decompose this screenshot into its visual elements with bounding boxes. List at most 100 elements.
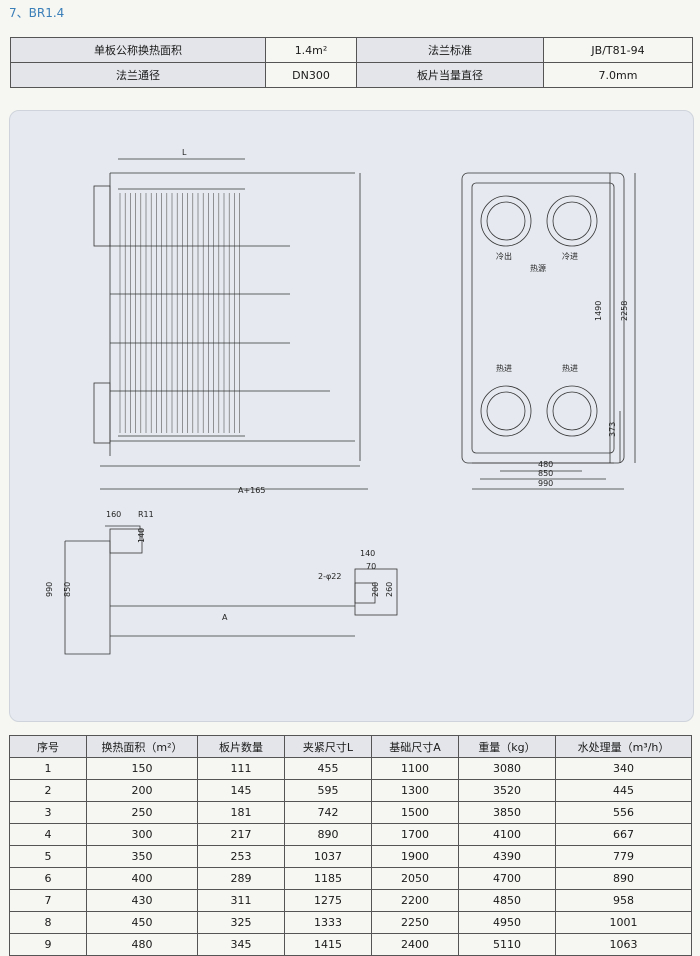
table-cell: 4100 <box>458 823 556 846</box>
table-cell: 145 <box>197 779 285 802</box>
table-cell: 742 <box>284 801 372 824</box>
table-cell: 289 <box>197 867 285 890</box>
drawing-label: 990 <box>45 582 54 597</box>
model-table: 序号 换热面积（m²） 板片数量 夹紧尺寸L 基础尺寸A 重量（kg） 水处理量… <box>9 735 692 956</box>
table-cell: 2250 <box>371 911 459 934</box>
drawing-label: 热进 <box>496 363 512 373</box>
drawing-label: 990 <box>538 479 553 488</box>
table-cell: 8 <box>9 911 87 934</box>
table-cell: 3850 <box>458 801 556 824</box>
table-cell: 4700 <box>458 867 556 890</box>
drawing-label: 1490 <box>594 301 603 321</box>
spec-label: 法兰通径 <box>10 62 266 88</box>
table-cell: 3520 <box>458 779 556 802</box>
table-cell: 556 <box>555 801 692 824</box>
table-cell: 1700 <box>371 823 459 846</box>
table-cell: 450 <box>86 911 198 934</box>
table-cell: 2 <box>9 779 87 802</box>
table-cell: 1333 <box>284 911 372 934</box>
drawing-label: 140 <box>360 549 375 558</box>
table-cell: 1037 <box>284 845 372 868</box>
drawing-label: 冷出 <box>496 251 512 261</box>
table-cell: 4850 <box>458 889 556 912</box>
drawing-label: A+165 <box>238 486 265 495</box>
drawing-label: 热源 <box>530 263 546 273</box>
table-cell: 958 <box>555 889 692 912</box>
drawing-label: 480 <box>538 460 553 469</box>
table-cell: 253 <box>197 845 285 868</box>
table-cell: 340 <box>555 757 692 780</box>
spec-row: 单板公称换热面积 1.4m² 法兰标准 JB/T81-94 <box>10 37 693 63</box>
table-cell: 3 <box>9 801 87 824</box>
table-cell: 1275 <box>284 889 372 912</box>
table-cell: 150 <box>86 757 198 780</box>
spec-label: 单板公称换热面积 <box>10 37 266 63</box>
table-cell: 667 <box>555 823 692 846</box>
column-header: 板片数量 <box>197 735 285 758</box>
drawing-label: L <box>182 148 187 157</box>
table-cell: 2200 <box>371 889 459 912</box>
table-cell: 4390 <box>458 845 556 868</box>
table-cell: 2050 <box>371 867 459 890</box>
table-cell: 9 <box>9 933 87 956</box>
column-header: 序号 <box>9 735 87 758</box>
spec-value: JB/T81-94 <box>543 37 693 63</box>
drawing-label: 850 <box>538 469 553 478</box>
table-cell: 217 <box>197 823 285 846</box>
column-header: 基础尺寸A <box>371 735 459 758</box>
table-cell: 480 <box>86 933 198 956</box>
drawing-label: 200 <box>371 582 380 597</box>
table-cell: 890 <box>555 867 692 890</box>
table-cell: 430 <box>86 889 198 912</box>
table-cell: 345 <box>197 933 285 956</box>
table-cell: 250 <box>86 801 198 824</box>
drawing-label: 140 <box>137 528 146 543</box>
drawing-label: 260 <box>385 582 394 597</box>
table-cell: 181 <box>197 801 285 824</box>
table-cell: 2400 <box>371 933 459 956</box>
table-cell: 5 <box>9 845 87 868</box>
table-cell: 325 <box>197 911 285 934</box>
drawing-label: A <box>222 613 228 622</box>
table-cell: 111 <box>197 757 285 780</box>
table-header-row: 序号 换热面积（m²） 板片数量 夹紧尺寸L 基础尺寸A 重量（kg） 水处理量… <box>9 735 692 758</box>
table-cell: 779 <box>555 845 692 868</box>
column-header: 夹紧尺寸L <box>284 735 372 758</box>
table-cell: 455 <box>284 757 372 780</box>
table-cell: 1100 <box>371 757 459 780</box>
spec-table: 单板公称换热面积 1.4m² 法兰标准 JB/T81-94 法兰通径 DN300… <box>10 37 693 88</box>
table-cell: 1500 <box>371 801 459 824</box>
spec-row: 法兰通径 DN300 板片当量直径 7.0mm <box>10 62 693 88</box>
table-cell: 1415 <box>284 933 372 956</box>
table-cell: 300 <box>86 823 198 846</box>
table-cell: 200 <box>86 779 198 802</box>
table-cell: 7 <box>9 889 87 912</box>
table-cell: 595 <box>284 779 372 802</box>
drawing-label: 冷进 <box>562 251 578 261</box>
table-cell: 1900 <box>371 845 459 868</box>
table-cell: 350 <box>86 845 198 868</box>
table-cell: 5110 <box>458 933 556 956</box>
section-title: 7、BR1.4 <box>9 6 65 20</box>
table-cell: 1063 <box>555 933 692 956</box>
drawing-label: 热进 <box>562 363 578 373</box>
column-header: 水处理量（m³/h） <box>555 735 692 758</box>
table-cell: 890 <box>284 823 372 846</box>
table-cell: 4 <box>9 823 87 846</box>
table-cell: 4950 <box>458 911 556 934</box>
column-header: 重量（kg） <box>458 735 556 758</box>
table-cell: 1 <box>9 757 87 780</box>
table-cell: 1300 <box>371 779 459 802</box>
table-cell: 1185 <box>284 867 372 890</box>
table-cell: 445 <box>555 779 692 802</box>
column-header: 换热面积（m²） <box>86 735 198 758</box>
